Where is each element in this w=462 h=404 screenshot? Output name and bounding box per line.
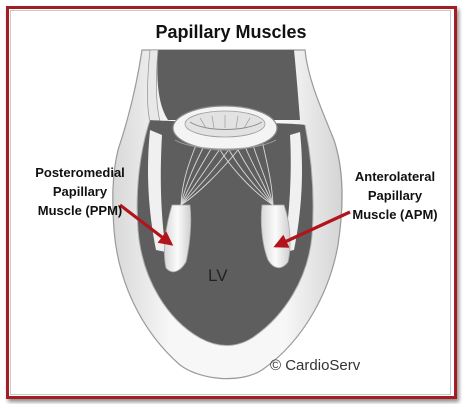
lv-label: LV	[208, 266, 228, 285]
ppm-label-line-2: Papillary	[52, 184, 108, 199]
copyright-text: © CardioServ	[270, 357, 361, 374]
apm-arrow	[273, 210, 351, 248]
chordae-tendineae	[180, 139, 274, 206]
apm-label-line-2: Papillary	[367, 188, 423, 203]
ppm-label-line-1: Posteromedial	[35, 165, 125, 180]
ppm-arrow	[119, 203, 174, 246]
upper-cavity	[157, 50, 300, 120]
diagram-title: Papillary Muscles	[155, 22, 307, 42]
left-wall-recess	[148, 130, 166, 252]
ppm-label-line-3: Muscle (PPM)	[37, 203, 123, 218]
apm-label: Anterolateral Papillary Muscle (APM)	[330, 167, 460, 224]
apm-label-line-3: Muscle (APM)	[352, 207, 438, 222]
ppm-label: Posteromedial Papillary Muscle (PPM)	[10, 163, 150, 220]
mitral-valve	[172, 105, 278, 151]
apm-label-line-1: Anterolateral	[354, 169, 436, 184]
figure-inner-border	[10, 10, 451, 395]
lv-endocardium	[136, 119, 314, 346]
